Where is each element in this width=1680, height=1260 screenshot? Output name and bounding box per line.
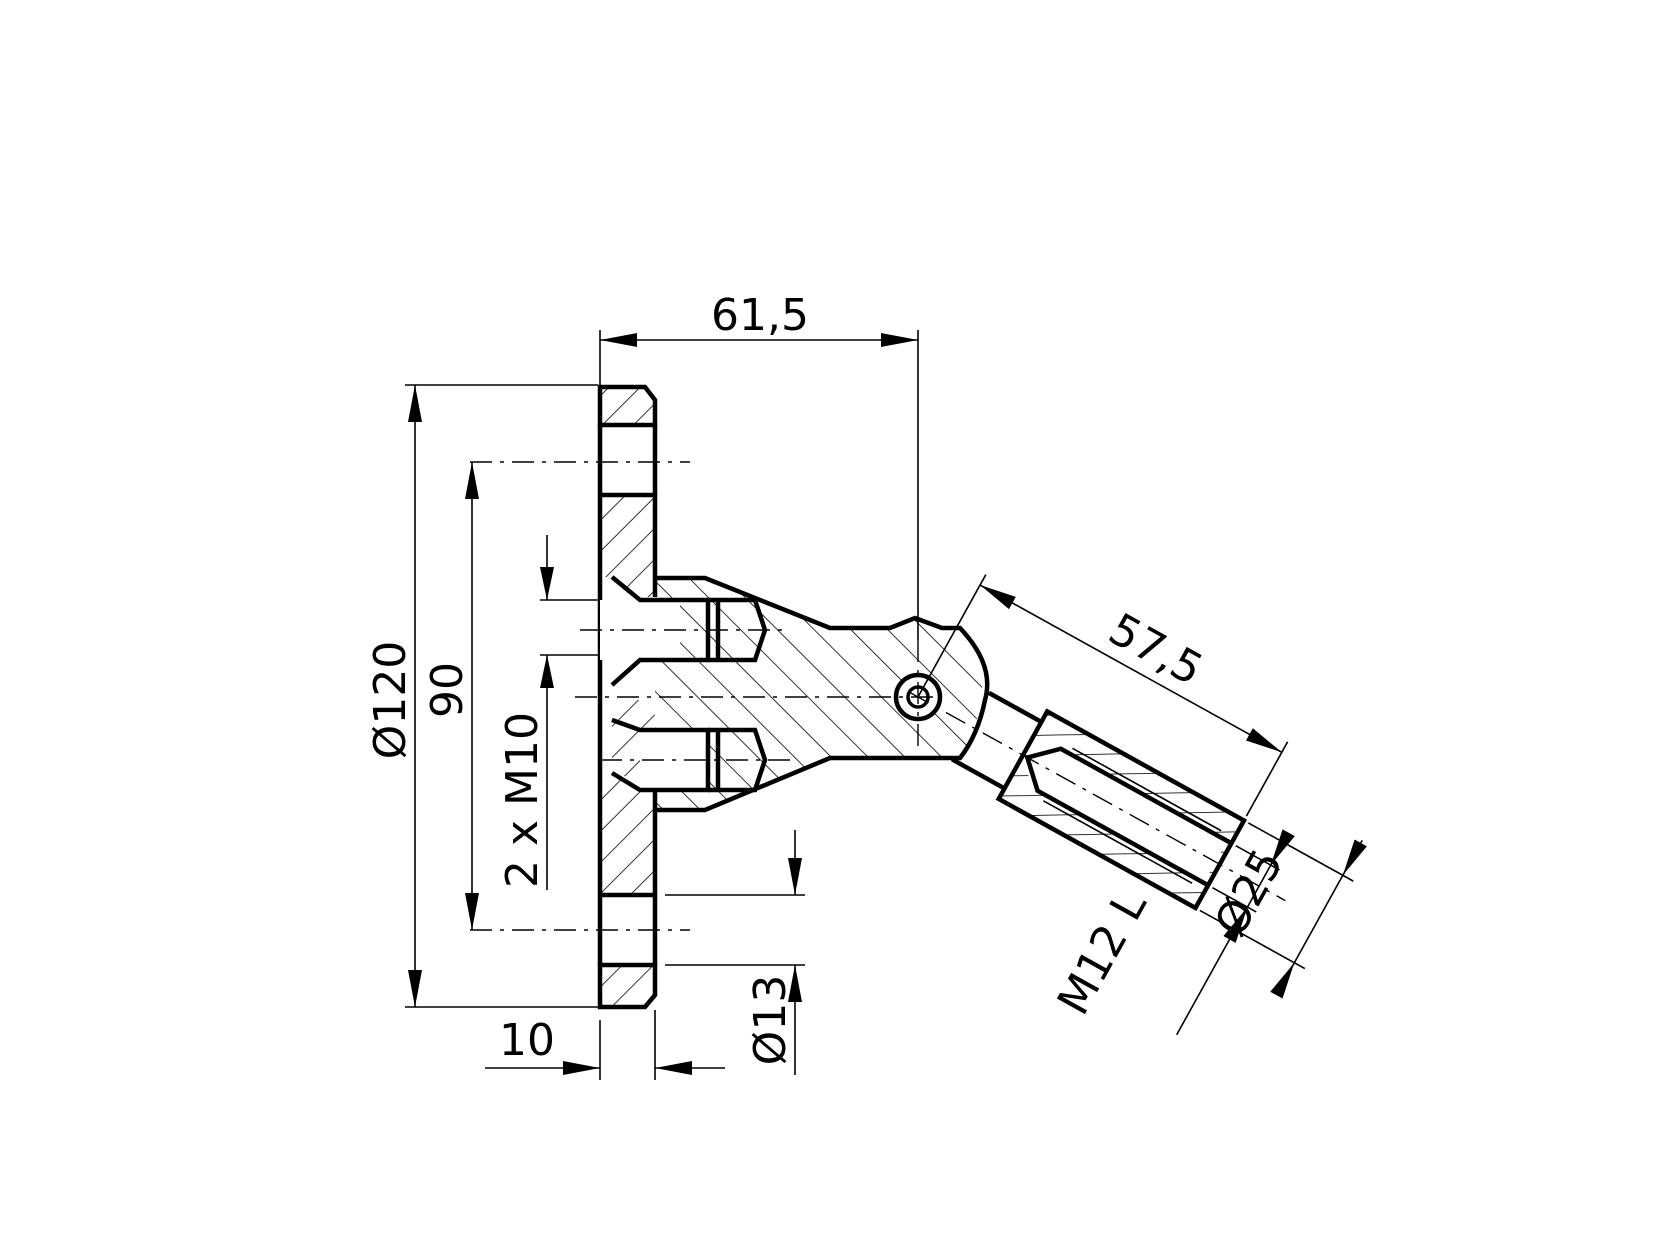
dim-flange-thickness: 10 — [485, 1010, 725, 1080]
dim-flange-diameter: Ø120 — [365, 384, 598, 1008]
dim-label-90: 90 — [422, 662, 473, 718]
dim-socket — [1175, 822, 1367, 1036]
dim-overall-length: 61,5 — [599, 290, 919, 640]
dim-hole-spacing: 90 — [422, 462, 479, 930]
dim-label-d120: Ø120 — [365, 641, 416, 760]
dim-hole-diameter: Ø13 — [665, 830, 805, 1075]
centerlines — [470, 461, 940, 931]
dim-screws: 2 x M10 — [497, 535, 600, 890]
socket-arm — [908, 690, 1286, 912]
dim-label-10: 10 — [499, 1015, 555, 1066]
bracket-body — [600, 575, 990, 813]
dim-label-d13: Ø13 — [745, 975, 796, 1066]
dim-label-2xm10: 2 x M10 — [497, 712, 548, 888]
dim-label-61-5: 61,5 — [711, 290, 809, 341]
dim-label-m12l: M12 L — [1048, 882, 1157, 1023]
